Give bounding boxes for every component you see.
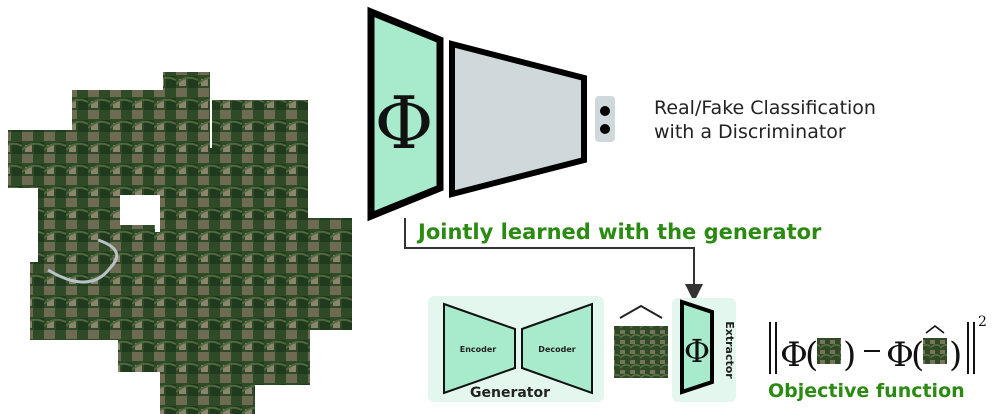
output-dot-bottom (600, 124, 610, 134)
formula-phi-left: Φ (780, 335, 808, 375)
extractor-panel: Φ Extractor (672, 298, 736, 402)
formula-paren-open-left: ( (805, 335, 818, 375)
shared-weights-connector (404, 218, 703, 302)
discriminator-head-block (449, 40, 587, 198)
encoder-block (443, 302, 516, 395)
formula-exponent: 2 (978, 314, 987, 330)
hat-symbol (619, 304, 663, 319)
objective-function-caption: Objective function (768, 380, 965, 402)
discriminator-classification-label: Real/Fake Classification with a Discrimi… (654, 96, 876, 144)
formula-paren-close-right: ) (949, 335, 962, 375)
formula-hat-symbol (925, 324, 945, 334)
generator-panel: Encoder Decoder (428, 296, 604, 402)
output-dot-top (600, 106, 610, 116)
extractor-phi-symbol: Φ (684, 332, 710, 370)
objective-formula: Φ ( ) Φ ( ) 2 (769, 314, 987, 375)
formula-phi-right: Φ (886, 335, 914, 375)
discriminator-output-node (595, 96, 615, 142)
classification-line-2: with a Discriminator (654, 121, 846, 143)
discriminator-encoder-block: Φ (367, 6, 444, 222)
extractor-label: Extractor (723, 321, 736, 379)
classification-line-1: Real/Fake Classification (654, 97, 876, 119)
jointly-learned-label: Jointly learned with the generator (418, 220, 822, 244)
extractor-block (680, 299, 714, 395)
decoder-block (521, 302, 593, 395)
connector-arrowhead (685, 284, 703, 302)
encoder-label: Encoder (460, 345, 497, 354)
satellite-mosaic (8, 72, 352, 414)
generator-title: Generator (470, 385, 551, 401)
formula-paren-close-left: ) (843, 335, 856, 375)
generated-image-thumbnail (614, 304, 668, 378)
discriminator-phi-symbol: Φ (374, 81, 433, 165)
formula-paren-open-right: ( (911, 335, 924, 375)
formula-generated-thumbnail (923, 338, 947, 364)
formula-real-thumbnail (817, 338, 841, 364)
decoder-label: Decoder (538, 345, 575, 354)
